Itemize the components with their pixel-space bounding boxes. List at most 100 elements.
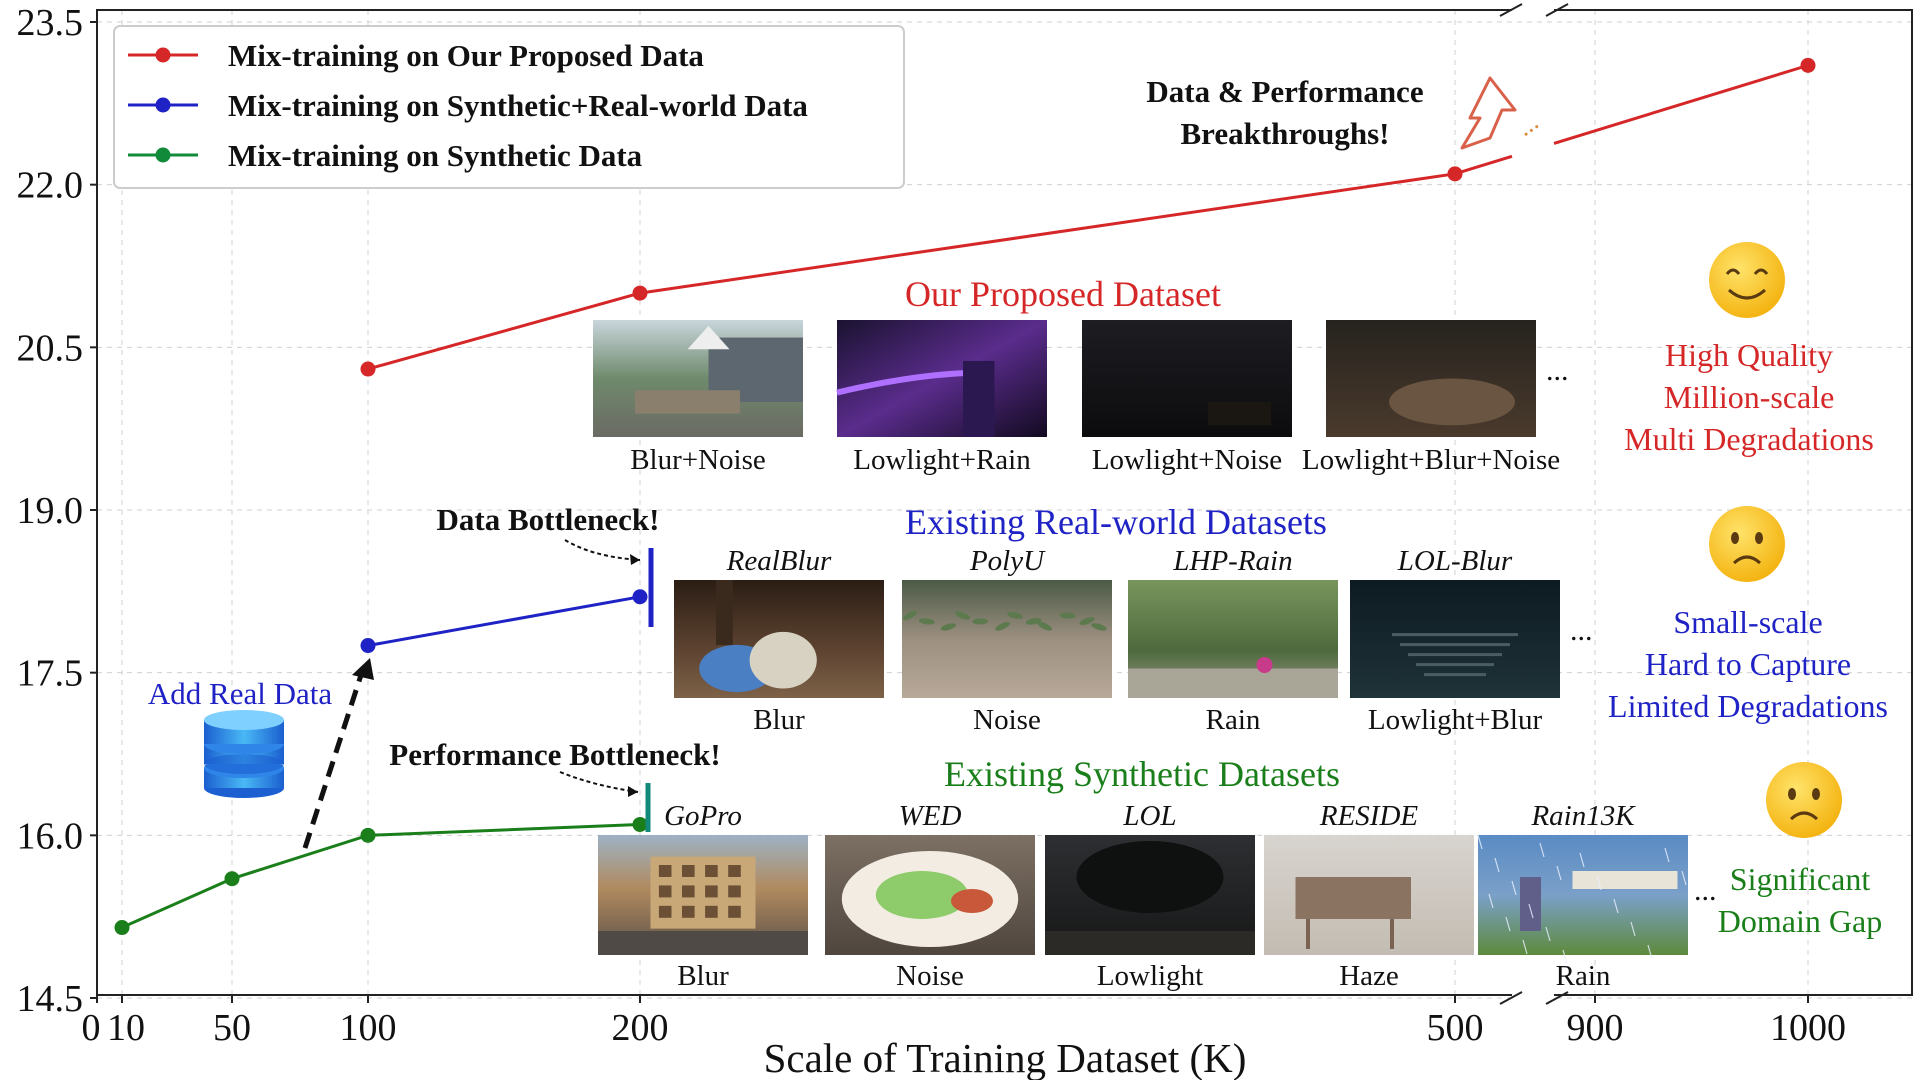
synthetic-ellipsis: ... [1694,874,1717,907]
x-axis-label: Scale of Training Dataset (K) [764,1035,1247,1080]
proposed-description-line: Multi Degradations [1624,421,1874,457]
data-bottleneck-arrowhead [630,554,640,565]
real-sample-caption: Rain [1206,704,1261,736]
data-bottleneck-arrow [564,539,641,561]
y-tick-label: 16.0 [17,815,84,857]
building-patio-photo [593,320,803,437]
x-tick-label: 0 [82,1007,101,1049]
bags-street-photo [674,580,884,698]
performance-bottleneck-label: Performance Bottleneck! [389,737,720,772]
x-tick-label: 900 [1567,1007,1624,1049]
real-dataset-name: PolyU [969,545,1046,577]
y-tick-label: 20.5 [17,327,84,369]
add-real-data-arrowhead [352,658,374,680]
series-line-real [367,595,641,648]
data-bottleneck-label: Data Bottleneck! [437,502,660,537]
night-stairs-photo [1350,580,1560,698]
real-sample-caption: Noise [973,704,1041,736]
data-point [360,638,376,654]
frowning-face-icon [1709,506,1785,582]
synthetic-description-line: Domain Gap [1718,903,1882,939]
x-tick-label: 500 [1427,1007,1484,1049]
real-dataset-name: LHP-Rain [1172,545,1292,577]
legend: Mix-training on Our Proposed DataMix-tra… [113,25,905,189]
performance-bottleneck-arrowhead [628,786,638,797]
axis-break-gap [1499,3,1569,1005]
synthetic-sample-caption: Haze [1339,960,1399,992]
proposed-sample-caption: Lowlight+Noise [1092,444,1282,476]
synthetic-dataset-name: RESIDE [1319,800,1419,832]
real-sample-caption: Lowlight+Blur [1368,704,1543,736]
real-description-line: Hard to Capture [1645,646,1851,682]
synthetic-dataset-name: WED [899,800,962,832]
proposed-description-line: Million-scale [1664,379,1835,415]
rainy-field-photo [1477,834,1688,965]
legend-entry-label: Mix-training on Synthetic+Real-world Dat… [228,88,808,123]
plot-frame [96,9,1913,996]
synthetic-sample-caption: Lowlight [1097,960,1203,992]
frowning-face-icon [1766,762,1842,838]
data-point [632,285,648,301]
y-tick-label: 17.5 [17,653,84,695]
proposed-ellipsis: ... [1546,354,1569,387]
data-point [1800,57,1816,73]
real-dataset-name: LOL-Blur [1397,545,1513,577]
series-line-synthetic [121,822,641,929]
data-point [360,827,376,843]
x-tick-label: 10 [107,1007,145,1049]
x-tick-label: 200 [612,1007,669,1049]
series-group [114,57,1816,936]
synthetic-dataset-name: GoPro [664,800,742,832]
legend-swatch-marker [155,97,171,113]
breakthrough-label-line2: Breakthroughs! [1180,116,1389,151]
add-real-data-arrow [302,671,365,849]
synthetic-dataset-name: LOL [1122,800,1176,832]
street-building-photo [598,835,808,955]
x-tick-label: 100 [340,1007,397,1049]
proposed-sample-caption: Lowlight+Blur+Noise [1302,444,1560,476]
breakthrough-label-line1: Data & Performance [1146,74,1423,109]
x-tick-label: 1000 [1770,1007,1846,1049]
data-point [632,589,648,605]
x-tick-label: 50 [213,1007,251,1049]
trees-road-photo [1128,580,1338,698]
legend-entry-label: Mix-training on Synthetic Data [228,138,643,173]
smiling-face-icon [1709,242,1785,318]
real-dataset-name: RealBlur [726,545,832,577]
dark-room-photo [1326,320,1536,437]
series-line-proposed [367,154,1513,371]
performance-bottleneck-arrow [559,771,639,793]
proposed-sample-caption: Lowlight+Rain [853,444,1031,476]
data-point [224,871,240,887]
database-icon [204,710,284,798]
y-axis: 14.516.017.519.020.522.023.5 [17,2,97,1020]
synthetic-dataset-title: Existing Synthetic Datasets [944,754,1340,794]
real-ellipsis: ... [1570,614,1593,647]
synthetic-dataset-name: Rain13K [1530,800,1636,832]
real-description-line: Limited Degradations [1608,688,1888,724]
real-dataset-title: Existing Real-world Datasets [905,502,1327,542]
dark-tree-photo [1045,835,1255,955]
breakthrough-arrow-icon [1460,76,1517,150]
legend-entry-label: Mix-training on Our Proposed Data [228,38,704,73]
dark-photo [1082,320,1292,437]
legend-swatch-marker [155,47,171,63]
y-tick-label: 22.0 [17,165,84,207]
data-point [1447,166,1463,182]
synthetic-sample-caption: Noise [896,960,964,992]
synthetic-sample-caption: Rain [1556,960,1611,992]
data-point [360,361,376,377]
y-tick-label: 14.5 [17,978,84,1020]
legend-swatch-marker [155,147,171,163]
breakthrough-dots: ... [1511,107,1544,142]
piano-room-photo [1264,835,1474,955]
purple-night-photo [836,320,1047,437]
synthetic-description-line: Significant [1730,861,1871,897]
y-tick-label: 19.0 [17,490,84,532]
proposed-dataset-title: Our Proposed Dataset [905,274,1221,314]
